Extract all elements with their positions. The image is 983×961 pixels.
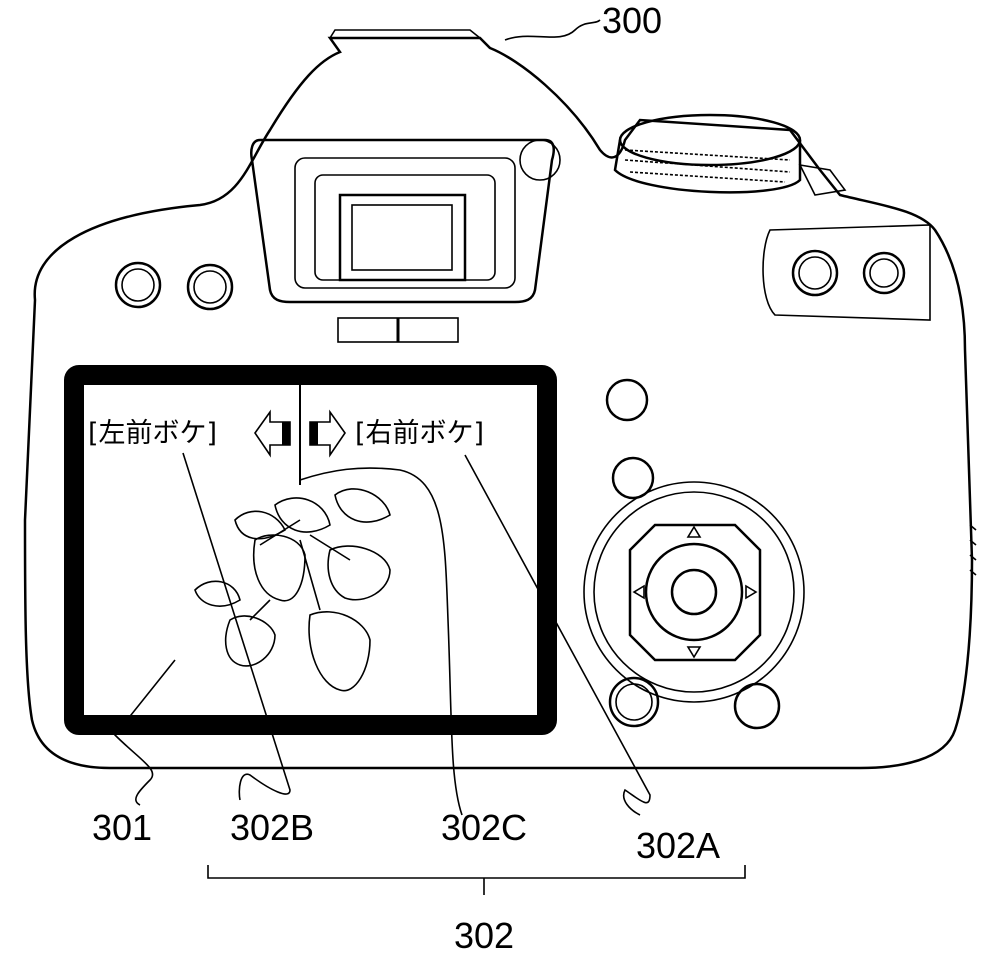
label-300: 300 bbox=[602, 0, 662, 41]
label-302B: 302B bbox=[230, 807, 314, 848]
button bbox=[733, 682, 781, 730]
grip-texture bbox=[969, 524, 977, 576]
right-blur-text: [右前ボケ] bbox=[355, 418, 484, 449]
label-302: 302 bbox=[454, 915, 514, 956]
directional-pad[interactable] bbox=[583, 481, 805, 703]
camera-body-outline bbox=[23, 36, 974, 770]
button bbox=[611, 456, 655, 500]
button bbox=[114, 261, 162, 309]
button bbox=[608, 676, 660, 728]
leader-lines bbox=[113, 19, 746, 895]
left-blur-text: [左前ボケ] bbox=[88, 418, 217, 449]
viewfinder bbox=[250, 138, 555, 304]
hot-shoe bbox=[329, 29, 481, 39]
label-302A: 302A bbox=[636, 825, 720, 866]
button bbox=[791, 249, 839, 297]
button bbox=[605, 378, 649, 422]
label-301: 301 bbox=[92, 807, 152, 848]
label-302C: 302C bbox=[441, 807, 527, 848]
mode-dial[interactable] bbox=[613, 113, 847, 196]
strawberry-subject bbox=[194, 488, 391, 692]
buttons[interactable] bbox=[114, 224, 931, 730]
button bbox=[862, 251, 906, 295]
button bbox=[186, 263, 234, 311]
group-bracket bbox=[207, 865, 746, 895]
display-screen: [左前ボケ] [右前ボケ] bbox=[64, 365, 557, 735]
